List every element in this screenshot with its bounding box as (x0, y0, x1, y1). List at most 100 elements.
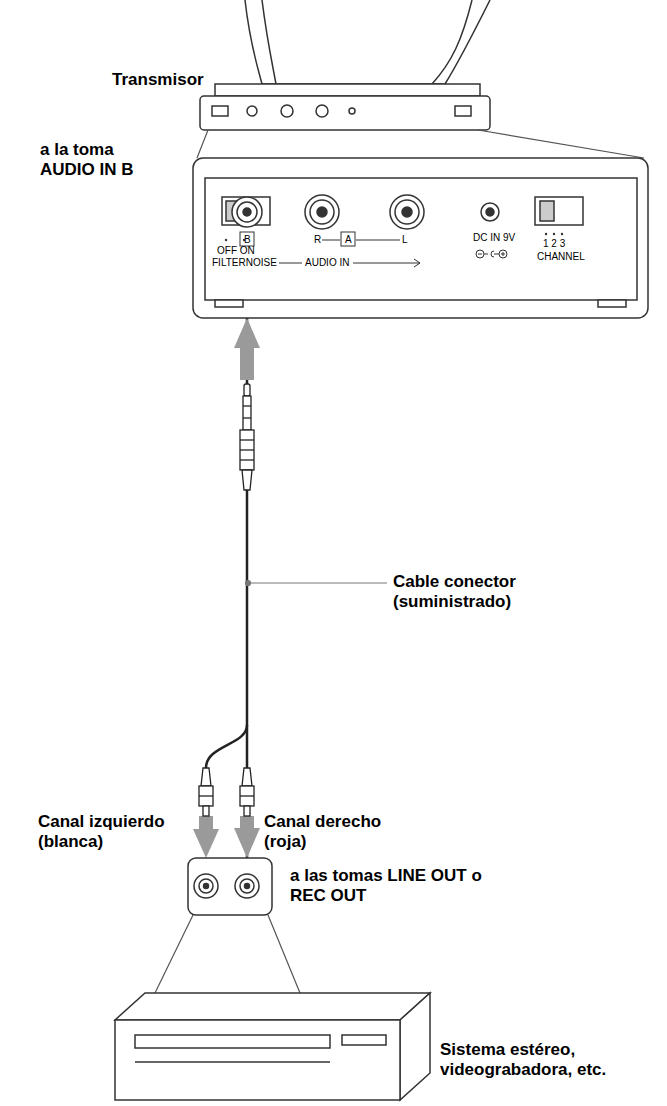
channel-label: Canal derecho (roja) (264, 812, 404, 853)
switch-position-dot (225, 239, 227, 241)
stereo-device (400, 993, 430, 1100)
leader-line (246, 581, 388, 586)
rca-plug (203, 806, 209, 816)
insert-arrow (240, 816, 254, 830)
switch-position-dot (553, 233, 555, 235)
jack-panel (188, 858, 272, 915)
zoom-line (155, 915, 300, 993)
zoom-line (197, 130, 644, 158)
jack-callout: a la toma AUDIO IN B (40, 140, 165, 181)
panel-drawing (535, 197, 583, 225)
mini-plug (243, 405, 251, 406)
jack-panel (194, 874, 218, 898)
jack-label: L (402, 234, 408, 245)
insert-arrow (193, 346, 254, 858)
jack-panel (204, 884, 209, 889)
jack-panel (240, 879, 254, 893)
panel-drawing (414, 259, 420, 267)
transmitter-drawing (215, 84, 480, 96)
connector-panel: OFF ONFILTERNOISEBRALAUDIO INDC IN 9V1 2… (193, 158, 648, 318)
transmitter-drawing (349, 108, 355, 114)
transmitter-drawing (212, 106, 228, 116)
part-label: Cable conector (suministrado) (393, 572, 548, 613)
panel-drawing (317, 207, 327, 217)
jack-panel (188, 858, 272, 915)
transmitter-drawing (316, 105, 328, 117)
stereo-device (115, 993, 430, 1020)
insert-arrow (199, 816, 213, 830)
mini-plug (243, 396, 251, 430)
rca-plug (242, 768, 252, 786)
zoom-line (155, 915, 193, 993)
panel-drawing (193, 158, 648, 318)
mini-plug (240, 449, 254, 450)
jack-panel (245, 884, 250, 889)
mini-plug (240, 439, 254, 440)
transmitter-drawing (262, 0, 276, 84)
panel-drawing (390, 195, 424, 229)
switch-label: FILTERNOISE (212, 257, 277, 268)
leader-line (250, 582, 387, 583)
stereo-device (115, 993, 430, 1100)
panel-drawing (395, 200, 419, 224)
panel-drawing (205, 178, 637, 300)
panel-drawing (305, 195, 339, 229)
channel-label: Canal izquierdo (blanca) (38, 812, 183, 853)
jack-group-label: AUDIO IN (305, 257, 349, 268)
panel-drawing (341, 232, 355, 246)
switch-label: OFF ON (217, 245, 255, 256)
device-name: Sistema estéreo, videograbadora, etc. (440, 1040, 630, 1081)
switch-label: 1 2 3 (543, 238, 565, 249)
mini-plug (240, 384, 254, 490)
stereo-device (115, 1020, 400, 1100)
insert-arrow (240, 346, 254, 380)
panel-drawing (540, 201, 554, 221)
rca-plug (244, 806, 250, 816)
polarity-symbol (484, 254, 488, 255)
cable (206, 725, 247, 768)
mini-plug (240, 459, 254, 460)
insert-arrow (193, 829, 219, 858)
rca-plug (201, 768, 211, 786)
panel-drawing (232, 197, 262, 227)
panel-drawing (310, 200, 334, 224)
stereo-device (135, 1061, 330, 1063)
panel-drawing (237, 202, 257, 222)
panel-drawing (193, 158, 648, 318)
stereo-device (135, 1035, 330, 1048)
mini-plug (242, 470, 252, 490)
stereo-device: Sistema estéreo, videograbadora, etc. (115, 993, 430, 1100)
leader-line (246, 581, 251, 586)
transmitter-drawing (247, 106, 257, 116)
jack-label: R (314, 234, 321, 245)
transmitter-drawing (432, 0, 472, 84)
jack-panel (235, 874, 259, 898)
panel-drawing (279, 263, 302, 264)
panel-drawing (402, 207, 412, 217)
panel-drawing (240, 232, 254, 246)
switch-position-dot (545, 233, 547, 235)
polarity-symbol (503, 252, 504, 256)
stereo-device (342, 1035, 386, 1045)
polarity-symbol (491, 251, 494, 257)
mini-plug (240, 430, 254, 470)
switch-label: CHANNEL (537, 251, 585, 262)
switch-position-dot (561, 233, 563, 235)
panel-drawing (243, 208, 251, 216)
zoom-line (197, 130, 208, 158)
zoom-line (478, 130, 644, 158)
panel-drawing (486, 208, 494, 216)
transmitter-drawing (455, 106, 471, 116)
rca-plug (240, 795, 254, 796)
mini-plug (243, 417, 251, 418)
zoom-line (268, 915, 300, 993)
output-jack-panel: a las tomas LINE OUT o REC OUT (188, 858, 272, 915)
rca-plug (240, 786, 254, 806)
transmitter: Transmisor (200, 0, 490, 130)
panel-drawing (481, 203, 499, 221)
jack-label: B (244, 234, 251, 245)
cable (206, 725, 247, 768)
device-name: Transmisor (112, 70, 204, 90)
polarity-symbol (499, 250, 507, 258)
